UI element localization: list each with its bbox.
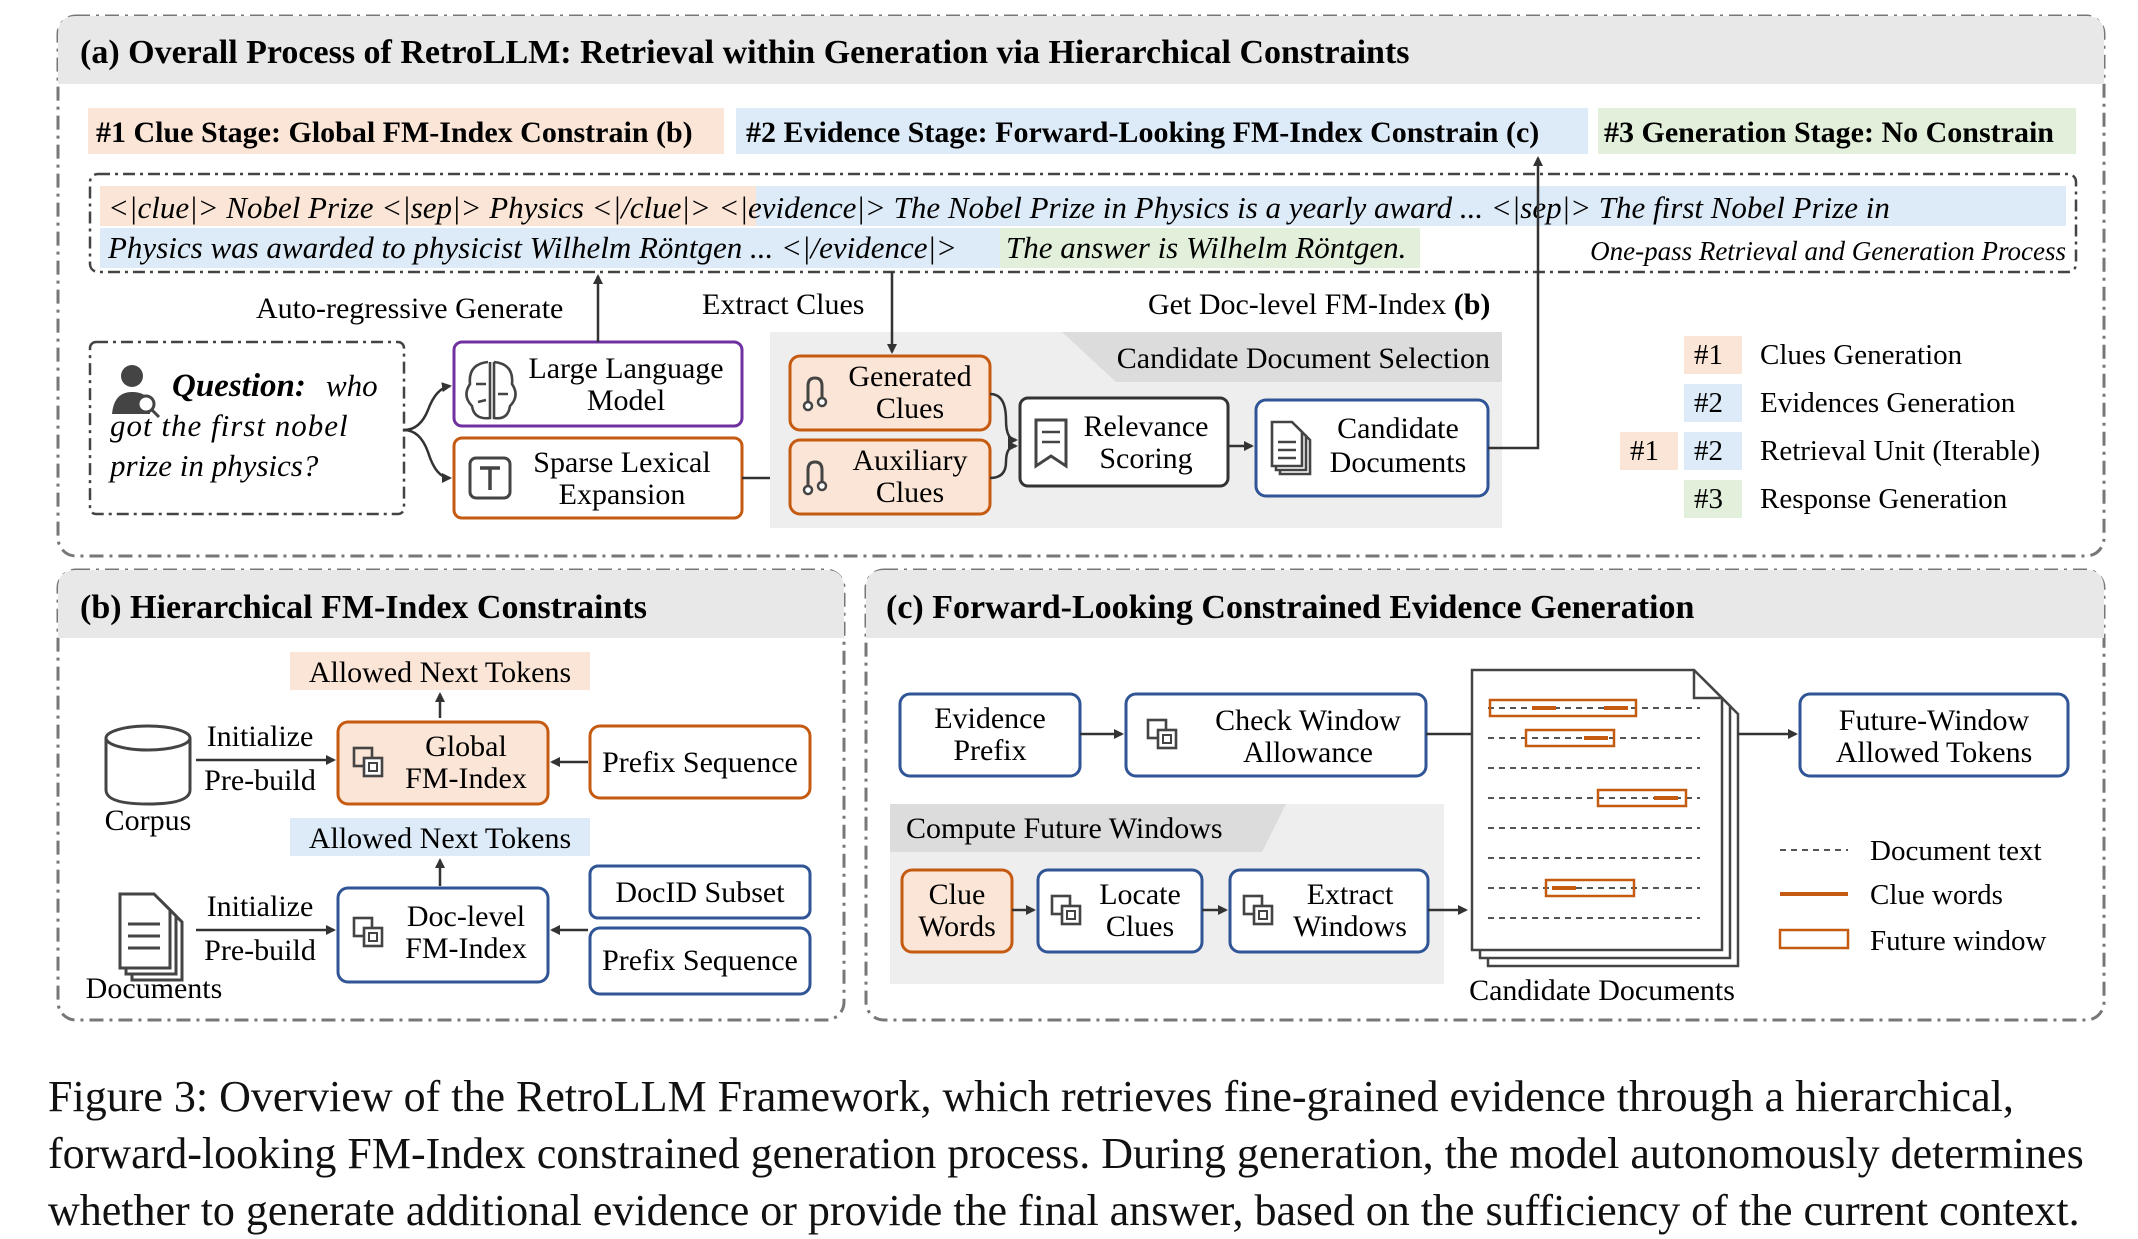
future-allowed-box xyxy=(1798,692,2070,778)
docid-label: DocID Subset xyxy=(615,876,785,909)
sequence-evidence-part-1: <|evidence|> The Nobel Prize in Physics … xyxy=(711,190,1890,225)
doc-index-box xyxy=(336,886,550,984)
document-stack-icon xyxy=(1270,420,1312,476)
auxiliary-clues-label-2: Clues xyxy=(876,476,944,509)
figure-caption: Figure 3: Overview of the RetroLLM Frame… xyxy=(48,1068,2118,1239)
legend-c: Document text Clue words Future window xyxy=(1778,835,2046,957)
panel-c-title: (c) Forward-Looking Constrained Evidence… xyxy=(886,589,1694,626)
sequence-clue-part: <|clue|> Nobel Prize <|sep|> Physics <|/… xyxy=(108,190,711,225)
legend-a-label-3: Retrieval Unit (Iterable) xyxy=(1760,435,2040,467)
panel-b: (b) Hierarchical FM-Index Constraints Al… xyxy=(56,568,846,1022)
legend-a-tag-2: #2 xyxy=(1694,387,1723,419)
legend-c-future-window: Future window xyxy=(1870,925,2046,957)
candidate-document-pages xyxy=(1470,668,1740,968)
legend-a-label-2: Evidences Generation xyxy=(1760,387,2016,419)
panel-a-title: (a) Overall Process of RetroLLM: Retriev… xyxy=(80,34,1410,71)
question-text-1: who xyxy=(326,368,378,403)
relevance-box xyxy=(1018,396,1230,488)
prefix-label-2: Prefix Sequence xyxy=(602,944,798,977)
future-allowed-label-2: Allowed Tokens xyxy=(1836,736,2033,769)
compute-label: Compute Future Windows xyxy=(906,812,1223,845)
legend-a: #1 Clues Generation #2 Evidences Generat… xyxy=(1620,336,2040,518)
stage-3-label: #3 Generation Stage: No Constrain xyxy=(1604,116,2054,149)
auto-regressive-label: Auto-regressive Generate xyxy=(256,292,563,325)
allowed-tokens-2: Allowed Next Tokens xyxy=(309,822,571,855)
sequence-line-1: <|clue|> Nobel Prize <|sep|> Physics <|/… xyxy=(108,190,1890,225)
clue-words-label-1: Clue xyxy=(929,878,986,911)
legend-a-tag-1: #1 xyxy=(1694,339,1723,371)
check-window-label-1: Check Window xyxy=(1215,704,1401,737)
initialize-2: Initialize xyxy=(207,890,314,923)
legend-a-tag-3a: #1 xyxy=(1630,435,1659,467)
global-index-box xyxy=(336,720,550,806)
caption-line-2: forward-looking FM-Index constrained gen… xyxy=(48,1129,2084,1178)
stage-2-label: #2 Evidence Stage: Forward-Looking FM-In… xyxy=(746,116,1539,149)
doc-index-label-2: FM-Index xyxy=(405,932,527,965)
database-icon xyxy=(104,724,192,806)
legend-c-clue-words: Clue words xyxy=(1870,879,2003,911)
extract-windows-label-1: Extract xyxy=(1307,878,1394,911)
sparse-label-2: Expansion xyxy=(559,478,686,511)
legend-c-doc-text: Document text xyxy=(1870,835,2042,867)
legend-a-label-4: Response Generation xyxy=(1760,483,2008,515)
question-label: Question: xyxy=(172,368,306,404)
legend-a-tag-3b: #2 xyxy=(1694,435,1723,467)
stage-1-label: #1 Clue Stage: Global FM-Index Constrain… xyxy=(96,116,693,149)
locate-clues-label-1: Locate xyxy=(1099,878,1181,911)
prefix-box-2 xyxy=(588,926,812,996)
sequence-evidence-part-2: Physics was awarded to physicist Wilhelm… xyxy=(107,230,957,265)
extract-windows-label-2: Windows xyxy=(1293,910,1407,943)
caption-line-1: Figure 3: Overview of the RetroLLM Frame… xyxy=(48,1072,2014,1121)
sequence-answer-part: The answer is Wilhelm Röntgen. xyxy=(1006,230,1406,265)
prefix-label-1: Prefix Sequence xyxy=(602,746,798,779)
text-t-icon xyxy=(468,456,512,500)
user-search-icon xyxy=(112,365,161,419)
panel-c: (c) Forward-Looking Constrained Evidence… xyxy=(864,568,2106,1022)
prebuild-1: Pre-build xyxy=(204,764,316,797)
llm-label-1: Large Language xyxy=(528,352,723,385)
allowed-tokens-1: Allowed Next Tokens xyxy=(309,656,571,689)
generated-clues-label-2: Clues xyxy=(876,392,944,425)
relevance-label-2: Scoring xyxy=(1099,442,1192,475)
llm-label-2: Model xyxy=(587,384,665,417)
evidence-prefix-label-2: Prefix xyxy=(953,734,1026,767)
auxiliary-clues-label-1: Auxiliary xyxy=(853,444,968,477)
documents-label: Documents xyxy=(86,972,223,1005)
candidate-docs-label-1: Candidate xyxy=(1337,412,1459,445)
question-text-3: prize in physics? xyxy=(108,448,319,483)
panel-a: (a) Overall Process of RetroLLM: Retriev… xyxy=(56,14,2106,558)
relevance-label-1: Relevance xyxy=(1084,410,1209,443)
corpus-label: Corpus xyxy=(105,804,192,837)
future-allowed-label-1: Future-Window xyxy=(1839,704,2030,737)
locate-clues-label-2: Clues xyxy=(1106,910,1174,943)
docid-box xyxy=(588,864,812,920)
brain-icon xyxy=(465,360,517,420)
sequence-caption: One-pass Retrieval and Generation Proces… xyxy=(1590,236,2066,266)
global-index-label-1: Global xyxy=(425,730,507,763)
check-window-label-2: Allowance xyxy=(1243,736,1373,769)
framework-figure: (a) Overall Process of RetroLLM: Retriev… xyxy=(56,14,2106,1022)
get-doc-index-label: Get Doc-level FM-Index (b) xyxy=(1148,288,1490,321)
generated-clues-label-1: Generated xyxy=(848,360,971,393)
sparse-label-1: Sparse Lexical xyxy=(533,446,710,479)
extract-clues-label: Extract Clues xyxy=(702,288,864,321)
candidate-selection-label: Candidate Document Selection xyxy=(1117,342,1490,375)
question-text-2: got the first nobel xyxy=(110,408,349,443)
prebuild-2: Pre-build xyxy=(204,934,316,967)
clue-words-label-2: Words xyxy=(918,910,996,943)
initialize-1: Initialize xyxy=(207,720,314,753)
candidate-documents-label: Candidate Documents xyxy=(1469,974,1735,1007)
document-stack-icon xyxy=(118,892,184,982)
evidence-prefix-label-1: Evidence xyxy=(934,702,1046,735)
prefix-box-1 xyxy=(588,724,812,800)
bookmark-doc-icon xyxy=(1034,418,1068,469)
candidate-docs-label-2: Documents xyxy=(1330,446,1467,479)
global-index-label-2: FM-Index xyxy=(405,762,527,795)
caption-line-3: whether to generate additional evidence … xyxy=(48,1186,2080,1235)
legend-a-tag-4: #3 xyxy=(1694,483,1723,515)
doc-index-label-1: Doc-level xyxy=(407,900,525,933)
panel-b-title: (b) Hierarchical FM-Index Constraints xyxy=(80,589,647,626)
legend-a-label-1: Clues Generation xyxy=(1760,339,1963,371)
